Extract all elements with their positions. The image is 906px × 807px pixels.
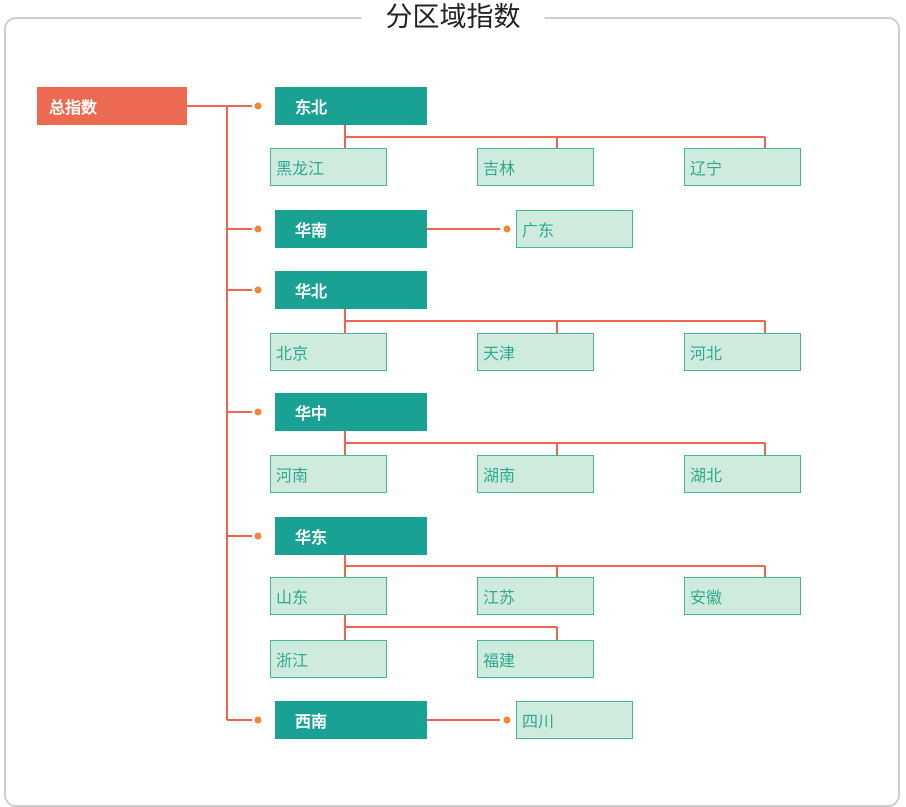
node-label: 华南 (295, 221, 328, 240)
province-anhui[interactable]: 安徽 (684, 577, 801, 615)
node-label: 浙江 (276, 651, 309, 670)
node-label: 东北 (295, 98, 328, 117)
node-label: 北京 (276, 344, 309, 363)
node-label: 河南 (276, 466, 309, 485)
node-label: 华东 (295, 528, 328, 547)
region-northeast[interactable]: 东北 (275, 87, 427, 125)
province-sichuan[interactable]: 四川 (516, 701, 633, 739)
province-shandong[interactable]: 山东 (270, 577, 387, 615)
province-guangdong[interactable]: 广东 (516, 210, 633, 248)
node-label: 湖北 (690, 466, 723, 485)
chart-title: 分区域指数 (361, 1, 545, 35)
node-label: 广东 (522, 221, 555, 240)
node-label: 华中 (295, 404, 328, 423)
node-label: 辽宁 (690, 159, 723, 178)
node-label: 福建 (483, 651, 516, 670)
region-southwest[interactable]: 西南 (275, 701, 427, 739)
node-label: 华北 (295, 282, 328, 301)
node-label: 总指数 (49, 98, 98, 117)
node-label: 山东 (276, 588, 309, 607)
province-jilin[interactable]: 吉林 (477, 148, 594, 186)
province-jiangsu[interactable]: 江苏 (477, 577, 594, 615)
region-central-china[interactable]: 华中 (275, 393, 427, 431)
branch-dots (254, 102, 511, 724)
region-east-china[interactable]: 华东 (275, 517, 427, 555)
province-zhejiang[interactable]: 浙江 (270, 640, 387, 678)
region-north-china[interactable]: 华北 (275, 271, 427, 309)
province-heilongjiang[interactable]: 黑龙江 (270, 148, 387, 186)
node-label: 天津 (483, 344, 516, 363)
province-fujian[interactable]: 福建 (477, 640, 594, 678)
province-henan[interactable]: 河南 (270, 455, 387, 493)
node-label: 黑龙江 (276, 159, 325, 178)
tree-node-total-index[interactable]: 总指数 (37, 87, 187, 125)
node-label: 西南 (295, 712, 328, 731)
province-hunan[interactable]: 湖南 (477, 455, 594, 493)
province-beijing[interactable]: 北京 (270, 333, 387, 371)
province-tianjin[interactable]: 天津 (477, 333, 594, 371)
region-south-china[interactable]: 华南 (275, 210, 427, 248)
node-label: 湖南 (483, 466, 516, 485)
node-label: 吉林 (483, 159, 516, 178)
connector-lines (187, 102, 766, 724)
node-label: 河北 (690, 344, 723, 363)
province-liaoning[interactable]: 辽宁 (684, 148, 801, 186)
node-label: 四川 (522, 712, 555, 731)
node-label: 江苏 (483, 588, 516, 607)
node-label: 安徽 (690, 588, 723, 607)
province-hubei[interactable]: 湖北 (684, 455, 801, 493)
province-hebei[interactable]: 河北 (684, 333, 801, 371)
